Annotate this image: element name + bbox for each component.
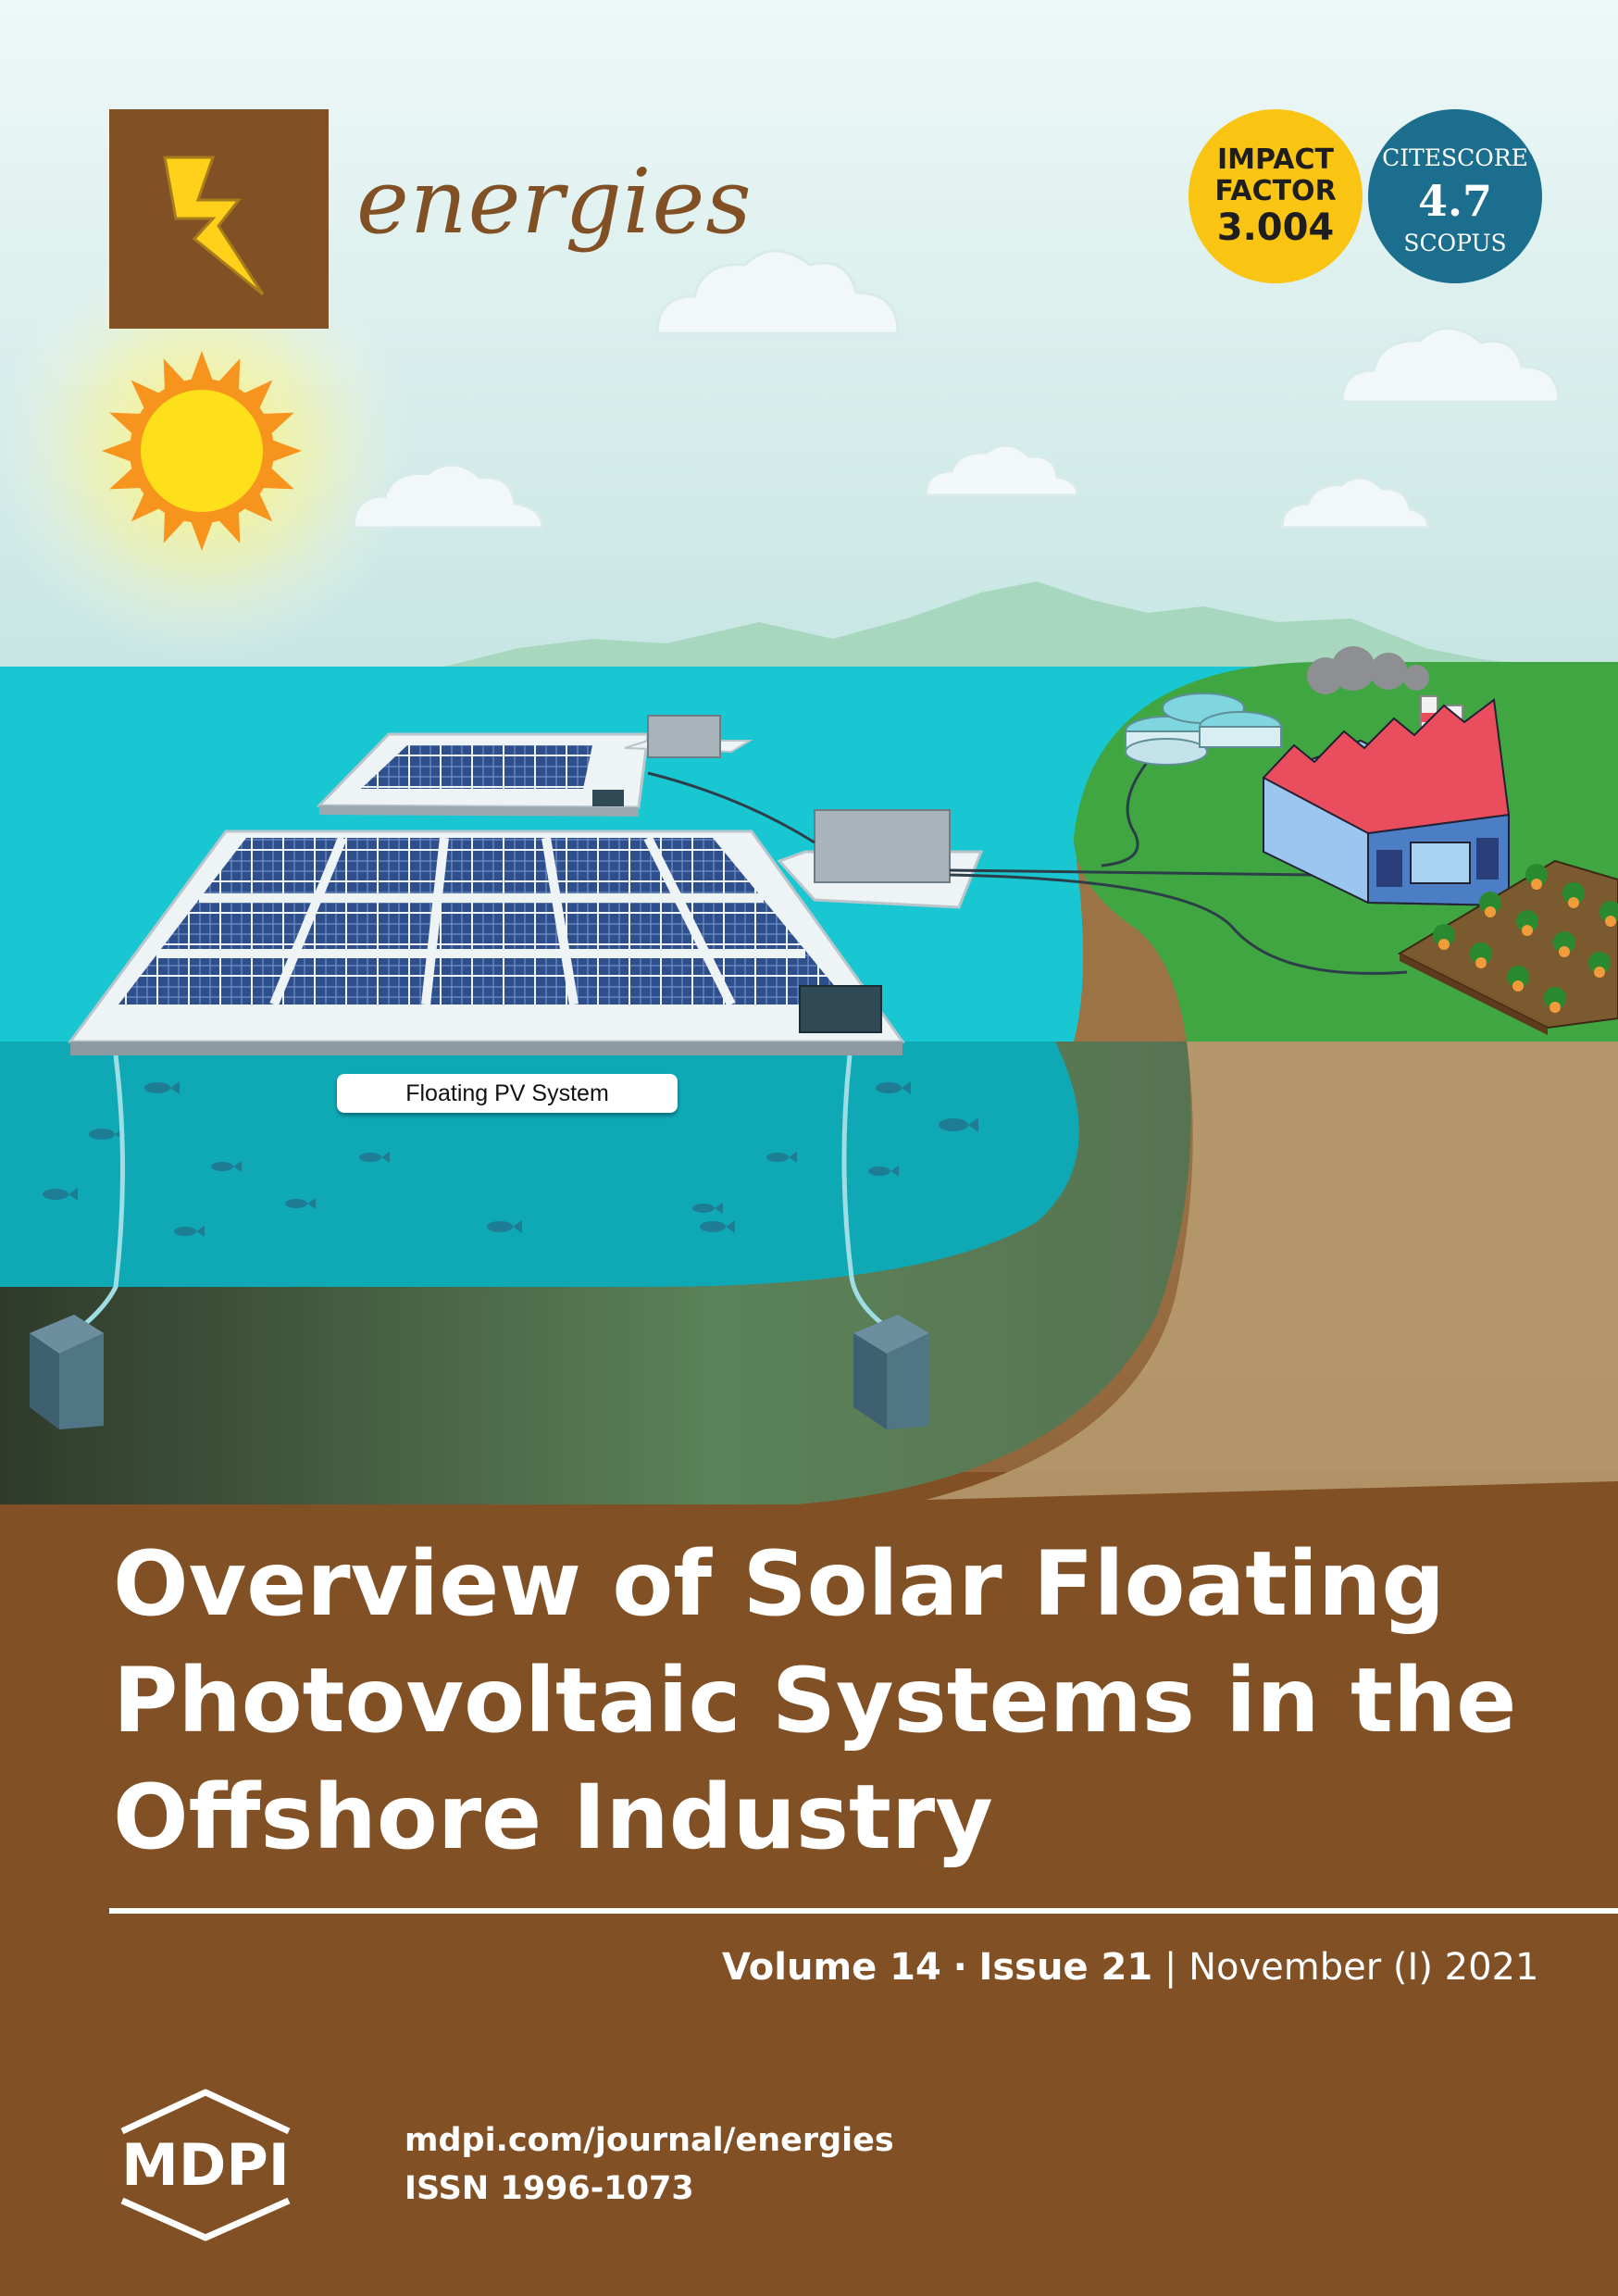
journal-logo: [109, 109, 329, 329]
citescore-label: CITESCORE: [1382, 144, 1528, 171]
impact-factor-label-2: FACTOR: [1214, 175, 1337, 207]
issue-separator: ·: [952, 1946, 967, 1989]
title-line-2: Photovoltaic Systems in the: [113, 1649, 1517, 1753]
citescore-value: 4.7: [1417, 176, 1493, 226]
illustration-label: Floating PV System: [405, 1080, 609, 1106]
volume: Volume 14: [722, 1946, 941, 1989]
issn: ISSN 1996-1073: [404, 2170, 694, 2207]
mdpi-logo-text: MDPI: [121, 2131, 290, 2199]
journal-name: energies: [356, 150, 753, 254]
journal-url[interactable]: mdpi.com/journal/energies: [404, 2122, 894, 2159]
mdpi-logo: MDPI: [120, 2089, 291, 2241]
issue-date: November (I) 2021: [1189, 1946, 1539, 1989]
article-title: Overview of Solar Floating Photovoltaic …: [113, 1526, 1557, 1876]
impact-factor-value: 3.004: [1216, 206, 1335, 249]
issue-divider: |: [1164, 1946, 1177, 1989]
lightning-bolt-icon: [163, 156, 265, 296]
citescore-source: SCOPUS: [1403, 230, 1507, 256]
issue-number: Issue 21: [978, 1946, 1153, 1989]
illustration-label-box: Floating PV System: [337, 1074, 678, 1113]
title-line-1: Overview of Solar Floating: [113, 1532, 1446, 1636]
title-divider: [109, 1908, 1618, 1914]
impact-factor-label-1: IMPACT: [1217, 144, 1334, 176]
title-line-3: Offshore Industry: [113, 1766, 993, 1869]
citescore-badge: CITESCORE 4.7 SCOPUS: [1368, 109, 1542, 283]
issue-info: Volume 14 · Issue 21 | November (I) 2021: [722, 1940, 1538, 1995]
impact-factor-badge: IMPACT FACTOR 3.004: [1189, 109, 1363, 283]
